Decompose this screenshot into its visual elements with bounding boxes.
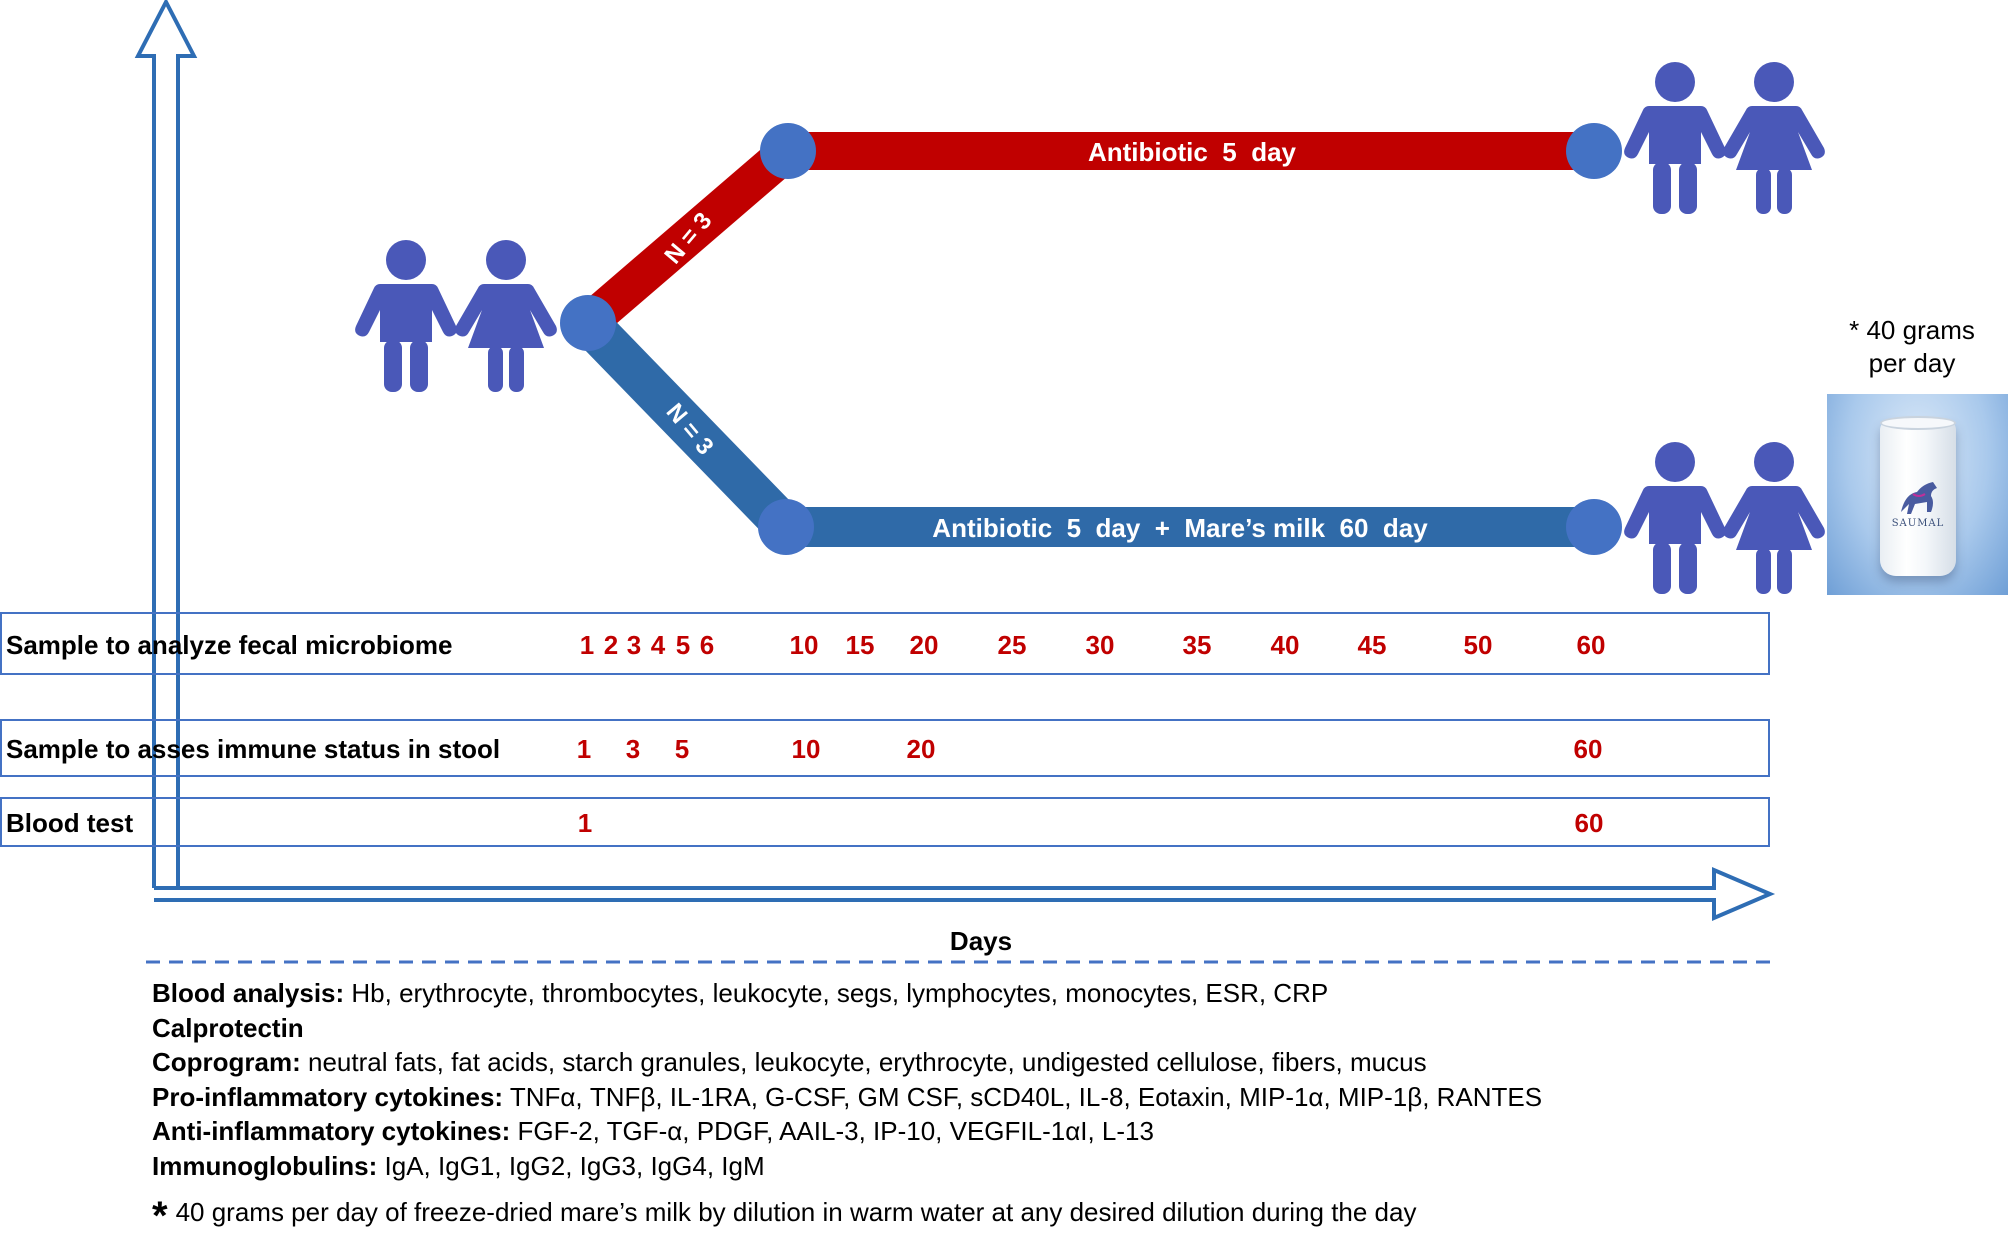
legend-anti-inflammatory: Anti-inflammatory cytokines: FGF-2, TGF-… [152, 1114, 1972, 1149]
day-immune-10: 10 [792, 734, 821, 764]
legend-calprotectin-key: Calprotectin [152, 1012, 304, 1043]
day-fecal-50: 50 [1464, 630, 1493, 660]
day-fecal-10: 10 [790, 630, 819, 660]
day-blood-1: 1 [578, 808, 592, 838]
row-label-immune-status: Sample to asses immune status in stool [6, 734, 500, 764]
footnote-text: 40 grams per day of freeze-dried mare’s … [175, 1197, 1417, 1227]
footnote: *40 grams per day of freeze-dried mare’s… [152, 1186, 1417, 1238]
girl-figure-icon-start [455, 240, 557, 392]
day-fecal-35: 35 [1183, 630, 1212, 660]
legend-calprotectin: Calprotectin [152, 1011, 1972, 1046]
legend-coprogram-value: neutral fats, fat acids, starch granules… [300, 1047, 1427, 1077]
boy-figure-icon-top [1624, 62, 1726, 214]
day-fecal-45: 45 [1358, 630, 1387, 660]
legend: Blood analysis: Hb, erythrocyte, thrombo… [152, 976, 1972, 1183]
day-immune-3: 3 [626, 734, 640, 764]
branch-red-diagonal [575, 136, 801, 338]
legend-coprogram: Coprogram: neutral fats, fat acids, star… [152, 1045, 1972, 1080]
day-immune-20: 20 [907, 734, 936, 764]
day-fecal-2: 2 [604, 630, 618, 660]
branch-blue-diagonal [572, 308, 802, 542]
day-fecal-60: 60 [1577, 630, 1606, 660]
day-fecal-20: 20 [910, 630, 939, 660]
legend-anti-key: Anti-inflammatory cytokines: [152, 1116, 511, 1146]
day-fecal-25: 25 [998, 630, 1027, 660]
glass-rim [1880, 416, 1956, 430]
boy-figure-icon-bottom [1624, 442, 1726, 594]
legend-blood: Blood analysis: Hb, erythrocyte, thrombo… [152, 976, 1972, 1011]
x-axis-arrow [154, 866, 1776, 922]
branch-top-label: Antibiotic 5 day [1088, 137, 1297, 167]
day-fecal-5: 5 [676, 630, 690, 660]
y-axis-arrow [134, 0, 198, 888]
day-immune-1: 1 [577, 734, 591, 764]
legend-coprogram-key: Coprogram: [152, 1047, 301, 1077]
day-fecal-6: 6 [700, 630, 714, 660]
legend-blood-key: Blood analysis: [152, 978, 345, 1008]
day-blood-60: 60 [1575, 808, 1604, 838]
milk-glass-photo: SAUMAL [1827, 394, 2008, 595]
x-axis-label: Days [950, 926, 1012, 956]
row-box-fecal-microbiome [0, 612, 1770, 675]
node-start [560, 295, 616, 351]
day-fecal-15: 15 [846, 630, 875, 660]
legend-immuno-key: Immunoglobulins: [152, 1150, 378, 1181]
milk-note-line2: per day [1869, 348, 1956, 378]
day-fecal-4: 4 [651, 630, 666, 660]
milk-brand: SAUMAL [1891, 518, 1945, 529]
milk-note-line1: * 40 grams [1849, 315, 1975, 345]
node-bottom-end [1566, 499, 1622, 555]
legend-anti-value: FGF-2, TGF-α, PDGF, AAIL-3, IP-10, VEGFI… [510, 1116, 1154, 1146]
horse-logo-icon [1901, 482, 1937, 514]
branch-bottom-label: Antibiotic 5 day + Mare’s milk 60 day [932, 513, 1428, 543]
footnote-star: * [152, 1194, 168, 1238]
node-top-start [760, 123, 816, 179]
legend-pro-inflammatory: Pro-inflammatory cytokines: TNFα, TNFβ, … [152, 1080, 1972, 1115]
day-fecal-3: 3 [627, 630, 641, 660]
girl-figure-icon-bottom [1723, 442, 1825, 594]
legend-immuno-value: IgA, IgG1, IgG2, IgG3, IgG4, IgM [377, 1150, 765, 1181]
row-label-blood-test: Blood test [6, 808, 133, 838]
day-immune-5: 5 [675, 734, 689, 764]
row-label-fecal-microbiome: Sample to analyze fecal microbiome [6, 630, 453, 660]
day-fecal-30: 30 [1086, 630, 1115, 660]
legend-blood-value: Hb, erythrocyte, thrombocytes, leukocyte… [344, 978, 1329, 1008]
girl-figure-icon-top [1723, 62, 1825, 214]
node-top-end [1566, 123, 1622, 179]
boy-figure-icon-start [355, 240, 457, 392]
legend-pro-key: Pro-inflammatory cytokines: [152, 1081, 504, 1112]
legend-pro-value: TNFα, TNFβ, IL-1RA, G-CSF, GM CSF, sCD40… [503, 1081, 1543, 1112]
row-box-immune-status [0, 719, 1770, 777]
day-fecal-1: 1 [580, 630, 594, 660]
row-box-blood-test [0, 797, 1770, 847]
day-immune-60: 60 [1574, 734, 1603, 764]
day-fecal-40: 40 [1271, 630, 1300, 660]
node-bottom-start [758, 499, 814, 555]
legend-immunoglobulins: Immunoglobulins: IgA, IgG1, IgG2, IgG3, … [152, 1149, 1972, 1184]
